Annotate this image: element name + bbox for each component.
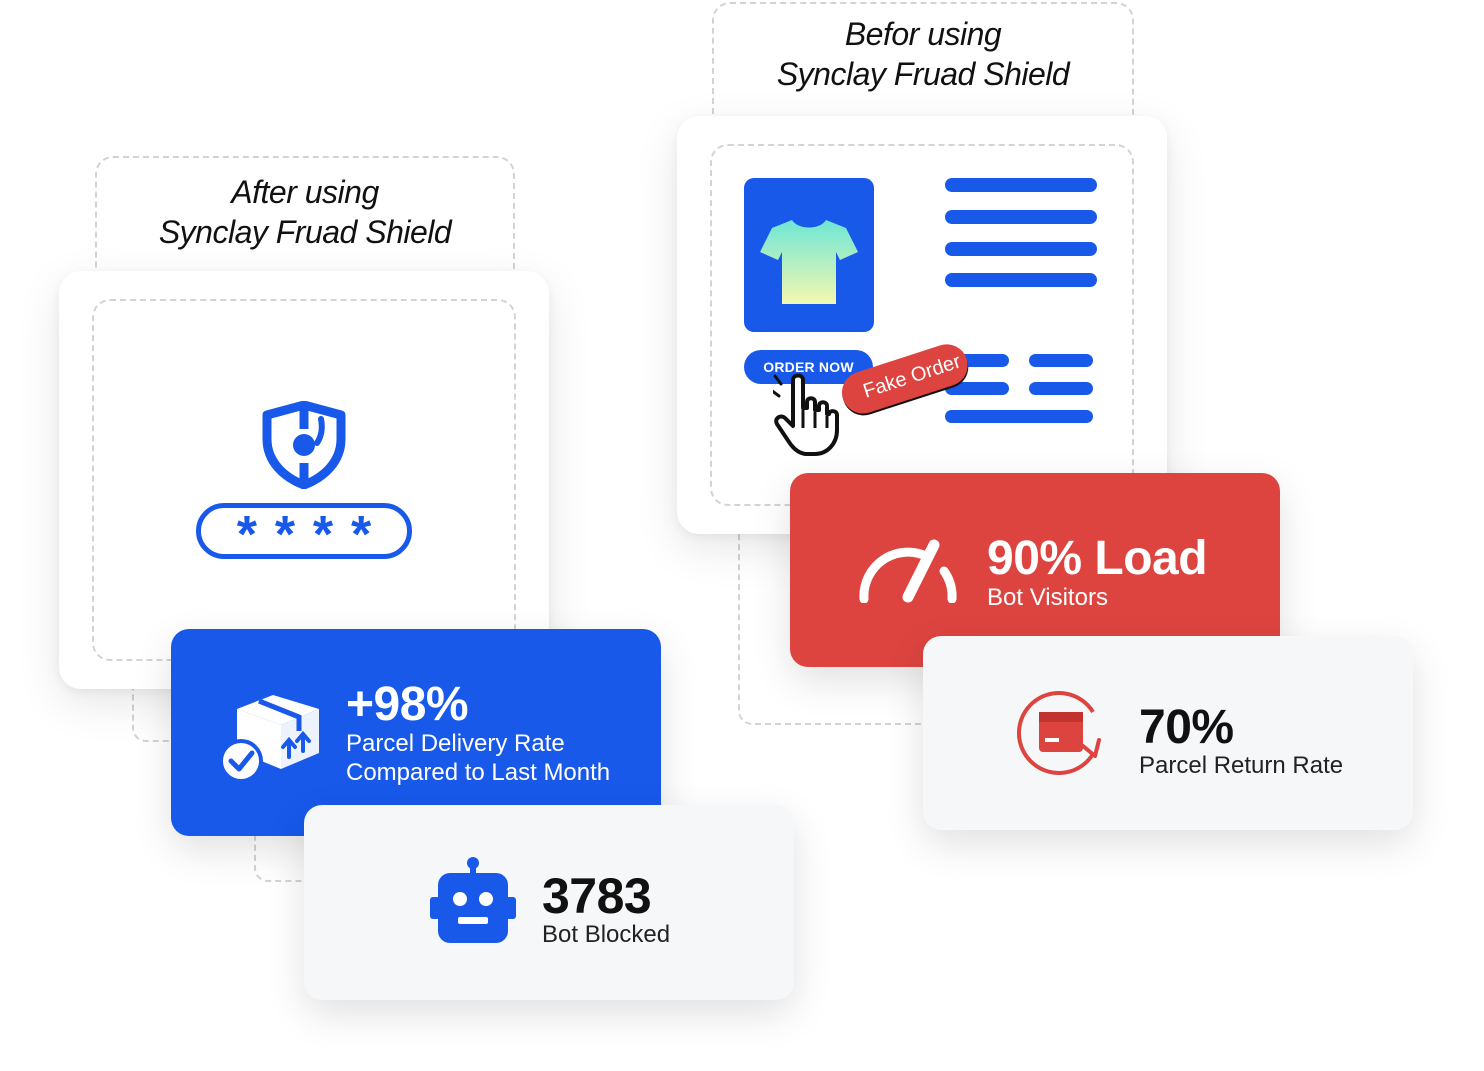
return-box-icon: [1016, 691, 1101, 775]
bot-blocked-value: 3783: [542, 868, 652, 924]
delivery-rate-value: +98%: [346, 678, 469, 731]
robot-icon: [430, 857, 516, 943]
password-field[interactable]: * * * *: [196, 503, 412, 564]
before-heading-line2: Synclay Fruad Shield: [776, 56, 1070, 92]
before-back-frame: [738, 520, 938, 725]
desc-line: [945, 382, 1009, 395]
before-heading: Befor using Synclay Fruad Shield: [712, 14, 1134, 94]
desc-line: [1029, 382, 1093, 395]
after-login-card: * * * *: [59, 271, 549, 689]
password-mask-char: *: [236, 506, 258, 564]
bot-blocked-card: 3783 Bot Blocked: [304, 805, 794, 1000]
password-mask-char: *: [350, 506, 372, 564]
return-rate-value: 70%: [1139, 701, 1234, 754]
order-now-button[interactable]: ORDER NOW: [744, 350, 873, 384]
bot-load-card: 90% Load Bot Visitors: [790, 473, 1280, 667]
speedometer-icon: [859, 539, 957, 603]
bot-load-value: 90% Load: [987, 532, 1208, 585]
desc-line: [945, 210, 1097, 224]
tshirt-icon: [760, 220, 858, 304]
bot-load-label: Bot Visitors: [987, 584, 1108, 611]
password-mask-char: *: [312, 506, 334, 564]
desc-line: [945, 273, 1097, 287]
shield-keyhole-icon: [262, 401, 346, 489]
delivery-rate-card: +98% Parcel Delivery Rate Compared to La…: [171, 629, 661, 836]
password-mask-char: *: [274, 506, 296, 564]
after-heading-line2: Synclay Fruad Shield: [158, 214, 452, 250]
before-product-card: ORDER NOW Fake Order: [677, 116, 1167, 534]
product-image: [744, 178, 874, 332]
after-back-frame-2: [254, 820, 334, 882]
after-heading: After using Synclay Fruad Shield: [95, 172, 515, 252]
parcel-check-icon: [219, 695, 319, 783]
desc-line: [1029, 354, 1093, 367]
before-heading-frame: [712, 2, 1134, 132]
return-rate-card: 70% Parcel Return Rate: [923, 636, 1413, 830]
delivery-rate-label-2: Compared to Last Month: [346, 759, 611, 786]
delivery-rate-label-1: Parcel Delivery Rate: [346, 730, 565, 757]
after-heading-line1: After using: [231, 174, 379, 210]
desc-line: [945, 242, 1097, 256]
before-heading-line1: Befor using: [844, 16, 1002, 52]
desc-line: [945, 410, 1093, 423]
return-rate-label: Parcel Return Rate: [1139, 752, 1344, 779]
bot-blocked-label: Bot Blocked: [542, 921, 671, 948]
hand-pointer-icon: [773, 373, 839, 456]
after-heading-frame: [95, 156, 515, 291]
desc-line: [945, 178, 1097, 192]
